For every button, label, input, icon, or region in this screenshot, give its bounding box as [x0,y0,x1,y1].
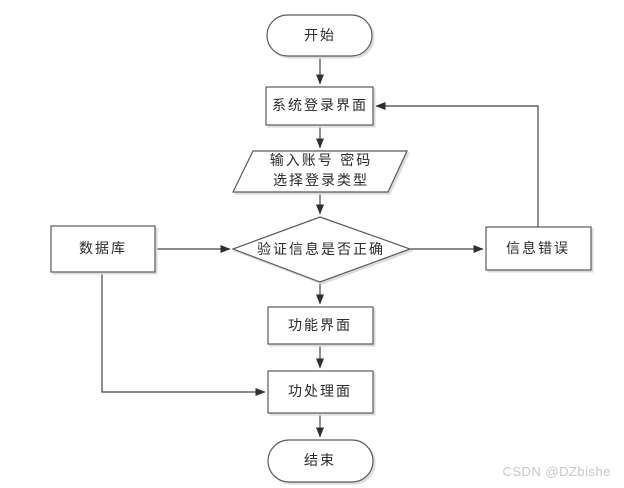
end-label: 结束 [304,453,336,469]
database-label: 数据库 [79,241,127,257]
login-screen-shape [265,86,374,126]
info-error-shape [485,226,592,271]
input-parallelogram-shape [232,150,408,193]
input-label: 输入账号 密码 选择登录类型 [270,151,372,191]
input-label-line2: 选择登录类型 [272,173,369,189]
info-error-label: 信息错误 [506,241,570,257]
verify-label: 验证信息是否正确 [257,242,385,258]
function-screen-label: 功能界面 [288,318,352,334]
edge-error-to-login [375,102,539,227]
csdn-watermark: CSDN @DZbishe [502,464,611,479]
process-screen-shape [267,370,374,414]
verify-decision-shape [231,216,412,283]
input-label-line1: 输入账号 密码 [269,153,373,169]
edge-database-to-process [101,272,266,396]
shapes [50,14,592,483]
database-shape [50,225,156,273]
login-screen-label: 系统登录界面 [272,98,368,114]
start-terminator-shape [266,14,373,57]
start-label: 开始 [304,28,336,44]
function-screen-shape [267,306,374,345]
process-screen-label: 功处理面 [288,384,352,400]
end-terminator-shape [267,439,374,483]
connectors [101,56,539,438]
